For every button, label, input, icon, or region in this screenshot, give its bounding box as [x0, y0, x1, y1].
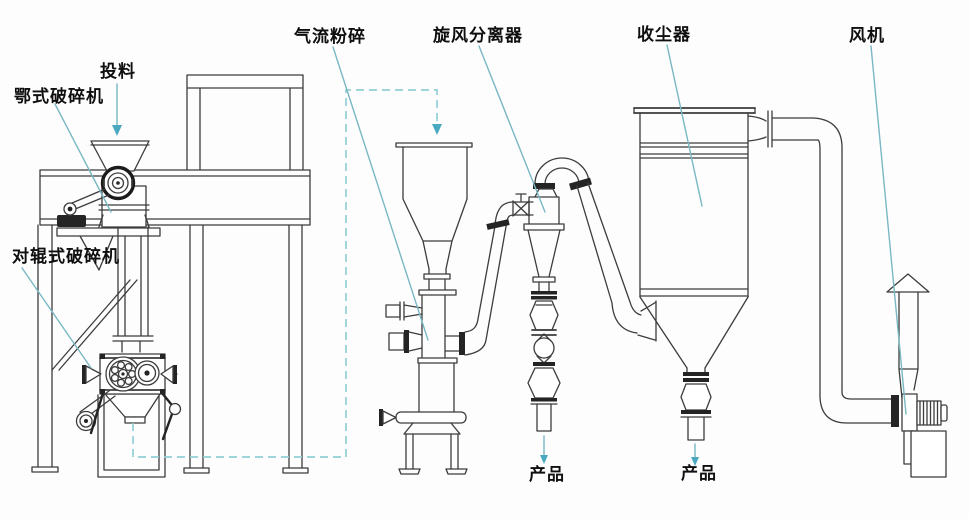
mill-to-cyclone-pipe	[464, 193, 534, 356]
mill-hopper	[402, 146, 468, 270]
roller-crusher	[75, 353, 182, 478]
support-frame	[31, 74, 311, 474]
feed-arrowhead	[112, 125, 122, 136]
leader-fan	[870, 45, 907, 415]
discharge-valve-ball	[533, 337, 555, 359]
jaw-crusher-label: 鄂式破碎机	[14, 86, 104, 107]
fan	[886, 273, 948, 478]
flow-arrowhead	[432, 124, 442, 135]
roller-crusher-label: 对辊式破碎机	[12, 246, 120, 267]
dust-collector	[633, 107, 756, 441]
leader-roller-crusher	[21, 267, 92, 369]
exhaust-stack	[898, 291, 919, 399]
collector-cone	[639, 296, 749, 369]
fan-label: 风机	[849, 25, 885, 46]
leader-cyclone	[478, 45, 546, 213]
leader-jet-mill	[332, 46, 429, 341]
cyclone-separator	[523, 157, 592, 432]
air-nozzle-upper	[385, 304, 401, 318]
product-label-cyclone: 产品	[529, 464, 565, 485]
feed-chute	[112, 226, 154, 353]
flow-arrows	[112, 83, 699, 466]
u-bend-pipe	[534, 157, 590, 185]
cyclone-cone	[527, 229, 561, 278]
product-label-dust: 产品	[681, 463, 717, 484]
motor-block	[57, 215, 86, 227]
jaw-crusher	[63, 140, 154, 353]
feed-flow-line	[132, 89, 442, 458]
rain-cap	[886, 273, 930, 293]
labels: 投料 鄂式破碎机 对辊式破碎机 气流粉碎 旋风分离器 收尘器 风机 产品 产品	[12, 24, 885, 485]
collector-to-fan-pipe	[747, 110, 899, 427]
leader-dust-collector	[666, 44, 703, 207]
fan-base	[910, 430, 947, 478]
jet-mill-label: 气流粉碎	[293, 26, 366, 47]
dust-collector-label: 收尘器	[637, 24, 691, 45]
leader-lines	[21, 44, 907, 415]
leader-jaw-crusher	[54, 103, 112, 213]
feed-label: 投料	[100, 61, 136, 82]
discharge-valve	[680, 383, 712, 411]
valve	[512, 200, 530, 217]
air-nozzle-lower	[388, 332, 405, 351]
cyclone-separator-label: 旋风分离器	[432, 25, 523, 46]
valve-stem	[515, 193, 527, 202]
jet-mill	[379, 142, 473, 475]
cyclone-to-collector-pipe	[576, 182, 657, 342]
